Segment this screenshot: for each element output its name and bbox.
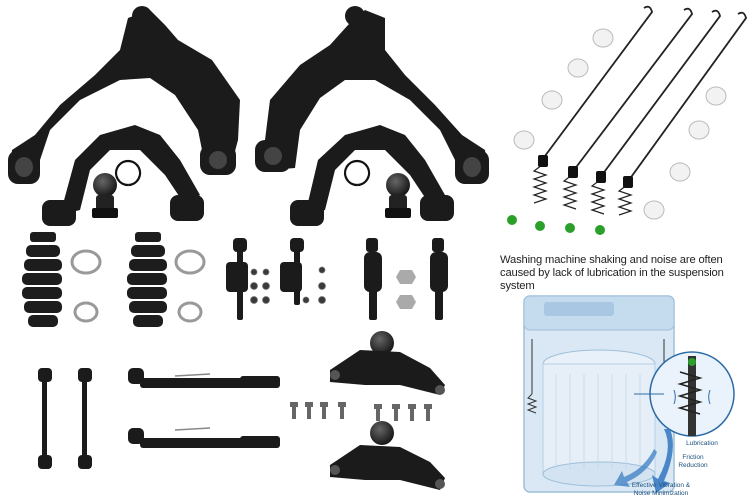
- washer-infographic: Washing machine shaking and noise are of…: [494, 244, 750, 500]
- outer-tie-rods-vertical: [226, 238, 304, 320]
- ball-joint-right: [343, 159, 411, 218]
- parts-illustration: [8, 6, 489, 490]
- upper-control-arm-left: [42, 125, 204, 226]
- inner-tie-rods: [364, 238, 448, 320]
- infographic-caption: Washing machine shaking and noise are of…: [500, 254, 724, 292]
- rods: [541, 5, 747, 181]
- suspension-rods-illustration: [507, 5, 747, 235]
- bolts: [290, 402, 432, 421]
- upper-control-arm-right: [290, 125, 454, 226]
- springs: [532, 164, 633, 216]
- ball-joint-left: [92, 159, 142, 218]
- boot-clamps: [70, 249, 206, 323]
- suspension-parts-kit-image: [8, 6, 489, 490]
- damper-heads: [538, 155, 633, 188]
- lower-ball-joint-top: [330, 331, 445, 395]
- white-bushings: [513, 28, 727, 220]
- washer-body: [523, 295, 675, 493]
- lower-control-arm-left: [8, 6, 240, 184]
- washer-suspension-rods-image: [494, 0, 750, 244]
- sway-bar-links: [38, 368, 92, 469]
- tie-rod-ends-horizontal: [128, 368, 280, 448]
- green-caps: [507, 215, 605, 235]
- rack-boot-right: [127, 232, 167, 327]
- lower-ball-joint-bottom: [330, 421, 445, 490]
- nuts-and-washers: [250, 266, 326, 304]
- label-friction-reduction: Friction Reduction: [678, 454, 708, 469]
- zoom-callout: [634, 351, 735, 437]
- rack-boot-left: [22, 232, 62, 327]
- label-lubrication: Lubrication: [686, 440, 718, 447]
- lower-control-arm-right: [255, 6, 489, 184]
- label-vibration-minimization: Effective Vibration & Noise Minimization: [631, 482, 691, 497]
- washer-illustration: [523, 295, 735, 493]
- flow-arrows: [614, 429, 673, 493]
